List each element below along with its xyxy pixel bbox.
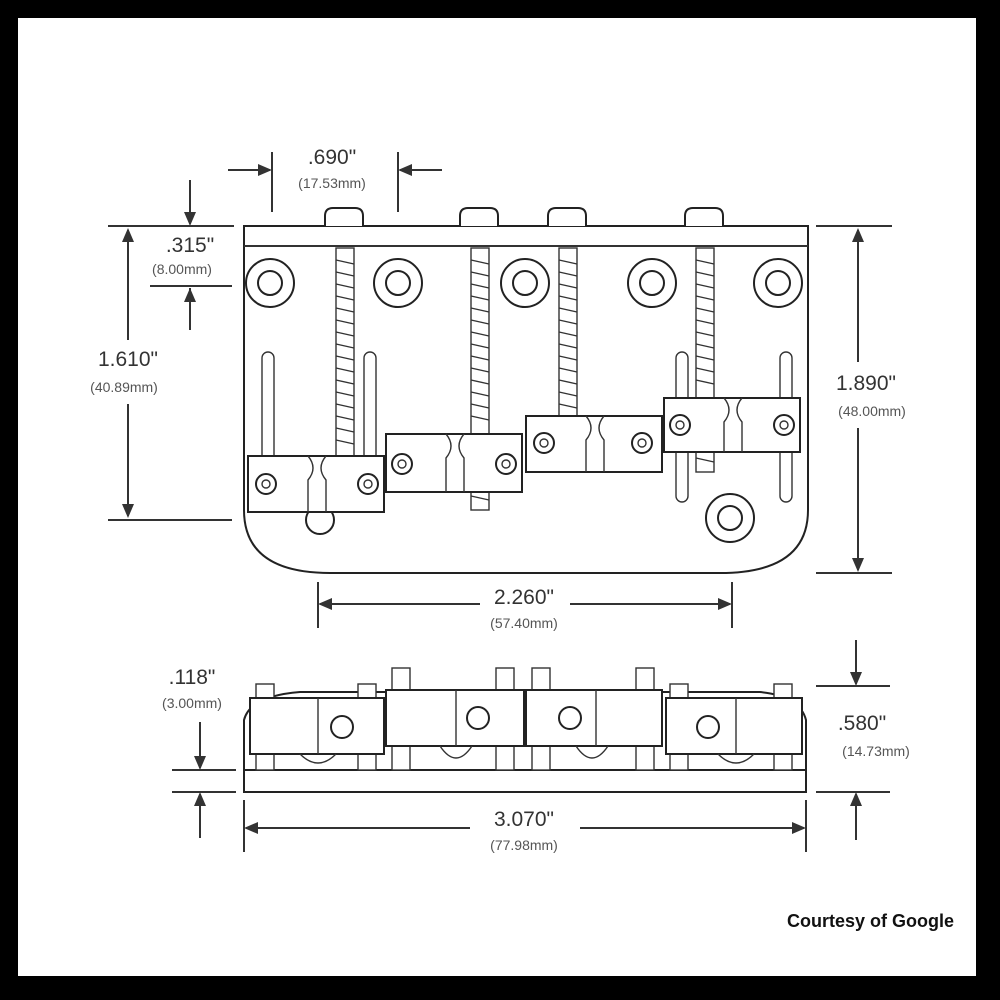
bass-bridge-diagram: .690" (17.53mm) .315" (8.00mm) 1.610" (4… xyxy=(90,146,910,853)
overall-depth-inch: 1.890" xyxy=(836,372,896,395)
saddles-top xyxy=(247,397,801,513)
mounting-holes xyxy=(245,258,803,543)
bridge-front-view xyxy=(243,667,807,793)
front-base xyxy=(243,769,807,793)
dimension-labels: .690" (17.53mm) .315" (8.00mm) 1.610" (4… xyxy=(90,146,910,853)
saddles-front xyxy=(249,689,803,764)
base-thickness-inch: .118" xyxy=(169,666,216,689)
overall-depth-mm: (48.00mm) xyxy=(838,403,906,419)
top-offset-mm: (8.00mm) xyxy=(152,261,212,277)
side-height-inch: .580" xyxy=(838,712,886,735)
base-thickness-mm: (3.00mm) xyxy=(162,695,222,711)
bridge-top-view xyxy=(243,207,809,574)
overall-width-inch: 3.070" xyxy=(494,808,554,831)
saddle-spacing-inch: .690" xyxy=(308,146,356,169)
side-height-mm: (14.73mm) xyxy=(842,743,910,759)
screw-spacing-inch: 2.260" xyxy=(494,586,554,609)
drawing-frame: .690" (17.53mm) .315" (8.00mm) 1.610" (4… xyxy=(18,18,976,976)
screw-heads-rear xyxy=(324,207,724,226)
mount-height-inch: 1.610" xyxy=(98,348,158,371)
overall-width-mm: (77.98mm) xyxy=(490,837,558,853)
saddle-spacing-mm: (17.53mm) xyxy=(298,175,366,191)
top-offset-inch: .315" xyxy=(166,234,214,257)
credit-text: Courtesy of Google xyxy=(786,911,954,931)
screw-spacing-mm: (57.40mm) xyxy=(490,615,558,631)
mount-height-mm: (40.89mm) xyxy=(90,379,158,395)
dimension-lines xyxy=(108,152,892,852)
